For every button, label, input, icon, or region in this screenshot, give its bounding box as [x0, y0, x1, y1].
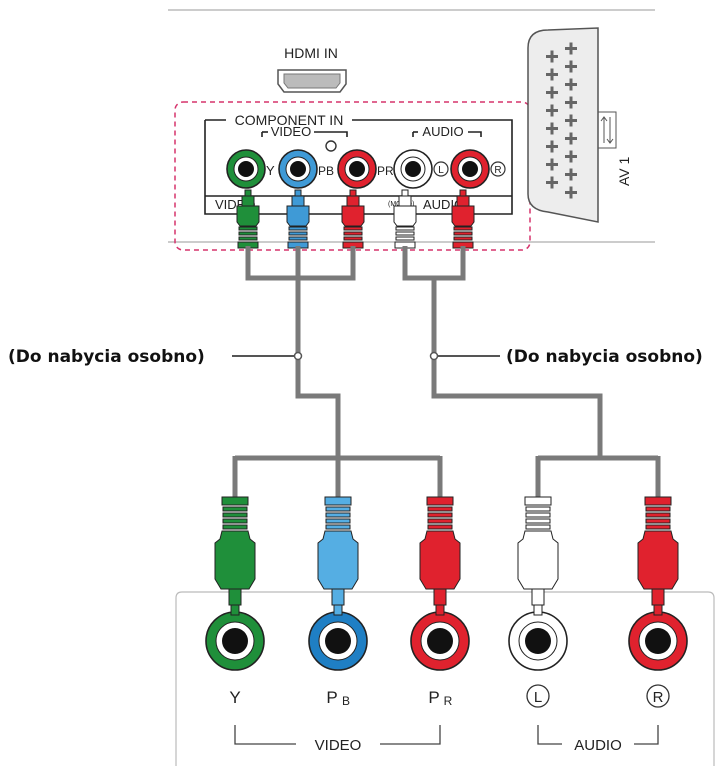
- scart-pins: [546, 42, 577, 199]
- device-pr-sub-label: R: [444, 694, 453, 708]
- tv-y-label: Y: [266, 163, 275, 178]
- callout-right-text: (Do nabycia osobno): [506, 347, 703, 367]
- scart-av1-label: AV 1: [616, 156, 632, 186]
- callout-right: (Do nabycia osobno): [429, 347, 703, 367]
- tv-jack-audio-r: [450, 149, 490, 189]
- hdmi-port: HDMI IN: [277, 45, 347, 93]
- device-l-circle: [526, 684, 550, 708]
- video-bracket: [234, 725, 441, 745]
- tv-l-label: L: [438, 165, 444, 176]
- device-jack-audio-l: [508, 611, 568, 671]
- device-pr-label: P: [428, 688, 439, 707]
- device-pb-label: P: [326, 688, 337, 707]
- tv-jack-audio-l: [393, 149, 433, 189]
- device-y-label: Y: [229, 688, 240, 707]
- tv-pb-label: PB: [318, 164, 334, 178]
- device-pb-sub-label: B: [342, 694, 350, 708]
- hdmi-label: HDMI IN: [284, 45, 338, 61]
- callout-left: (Do nabycia osobno): [8, 347, 303, 367]
- callout-left-text: (Do nabycia osobno): [8, 347, 205, 367]
- device-r-circle: [646, 684, 670, 708]
- device-video-label: VIDEO: [315, 737, 362, 754]
- tv-jack-pr: [337, 149, 377, 189]
- center-mark-icon: [325, 140, 337, 152]
- device-r-label: R: [653, 689, 664, 706]
- component-in-label: COMPONENT IN: [235, 112, 344, 128]
- audio-bracket: [537, 725, 659, 745]
- device-jack-y: [205, 611, 265, 671]
- audio-label: AUDIO: [422, 124, 463, 139]
- tv-jack-pb: [278, 149, 318, 189]
- device-audio-label: AUDIO: [574, 737, 622, 754]
- device-jack-audio-r: [628, 611, 688, 671]
- tv-jack-y: [226, 149, 266, 189]
- tv-plug-white: [393, 189, 417, 249]
- device-jack-pr: [410, 611, 470, 671]
- device-l-label: L: [534, 689, 542, 706]
- tv-plug-blue: [286, 189, 310, 249]
- device-jack-pb: [308, 611, 368, 671]
- scart-arrows-icon: [597, 111, 617, 149]
- tv-plug-red: [341, 189, 365, 249]
- scart-port: AV 1: [527, 27, 632, 223]
- tv-r-label: R: [494, 165, 501, 176]
- video-label: VIDEO: [271, 124, 311, 139]
- cables: [232, 246, 661, 497]
- tv-pr-label: PR: [377, 164, 394, 178]
